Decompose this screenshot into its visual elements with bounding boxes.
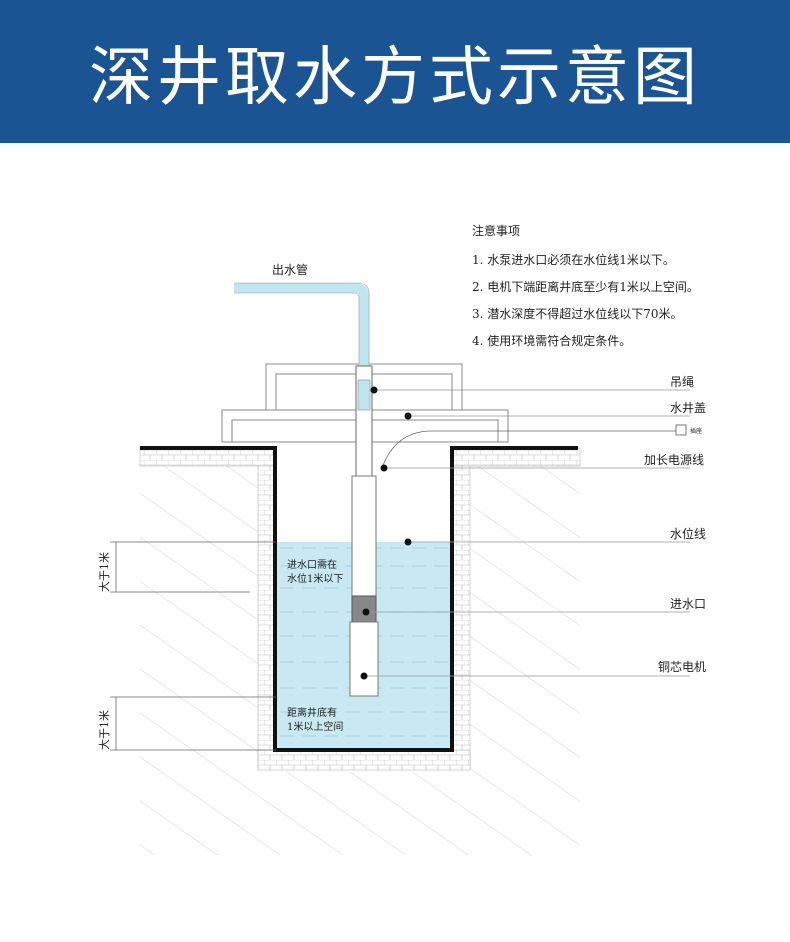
page-title: 深井取水方式示意图	[89, 40, 701, 115]
socket-label: 插座	[690, 427, 702, 435]
label-well-cover: 水井盖	[670, 401, 706, 415]
dimension-lines	[110, 541, 276, 751]
brick-top-right	[451, 447, 581, 467]
note-item-1: 1. 水泵进水口必须在水位线1米以下。	[472, 253, 675, 267]
well-diagram: 插座 吊绳 水井盖 加长电源线 水位线 进水口 铜芯电机 出水管 进水口需在 水…	[97, 262, 706, 855]
bottom-note-line1: 距离井底有	[287, 706, 337, 719]
label-intake: 进水口	[670, 597, 706, 611]
well-outline	[140, 446, 578, 752]
brick-floor	[257, 749, 471, 771]
brick-top-left	[139, 447, 276, 467]
pump-body	[351, 475, 377, 597]
pump-intake	[351, 595, 377, 623]
brick-wall-right	[451, 447, 471, 769]
note-item-3: 3. 潜水深度不得超过水位线以下70米。	[472, 307, 683, 321]
leader-lines	[364, 389, 690, 677]
label-power-cord: 加长电源线	[644, 453, 704, 467]
label-water-line: 水位线	[670, 526, 706, 541]
note-item-2: 2. 电机下端距离井底至少有1米以上空间。	[472, 280, 699, 294]
notes-panel: 注意事项 1. 水泵进水口必须在水位线1米以下。 2. 电机下端距离井底至少有1…	[472, 222, 699, 359]
label-outlet-pipe: 出水管	[272, 262, 308, 277]
dim-label-bottom: 大于1米	[97, 710, 111, 750]
bottom-note-line2: 1米以上空间	[287, 720, 343, 733]
leader-dots	[360, 386, 412, 680]
outlet-pipe	[234, 283, 369, 366]
label-motor: 铜芯电机	[658, 659, 706, 674]
header-banner: 深井取水方式示意图	[0, 0, 790, 143]
socket	[675, 424, 687, 436]
intake-note-line1: 进水口需在	[287, 559, 337, 571]
label-rope: 吊绳	[670, 375, 694, 389]
power-cord	[381, 430, 676, 469]
dim-label-top: 大于1米	[97, 552, 111, 592]
motor-body	[349, 621, 379, 697]
note-item-4: 4. 使用环境需符合规定条件。	[472, 334, 632, 348]
notes-heading: 注意事项	[472, 224, 521, 238]
intake-note-line2: 水位1米以下	[287, 572, 343, 585]
